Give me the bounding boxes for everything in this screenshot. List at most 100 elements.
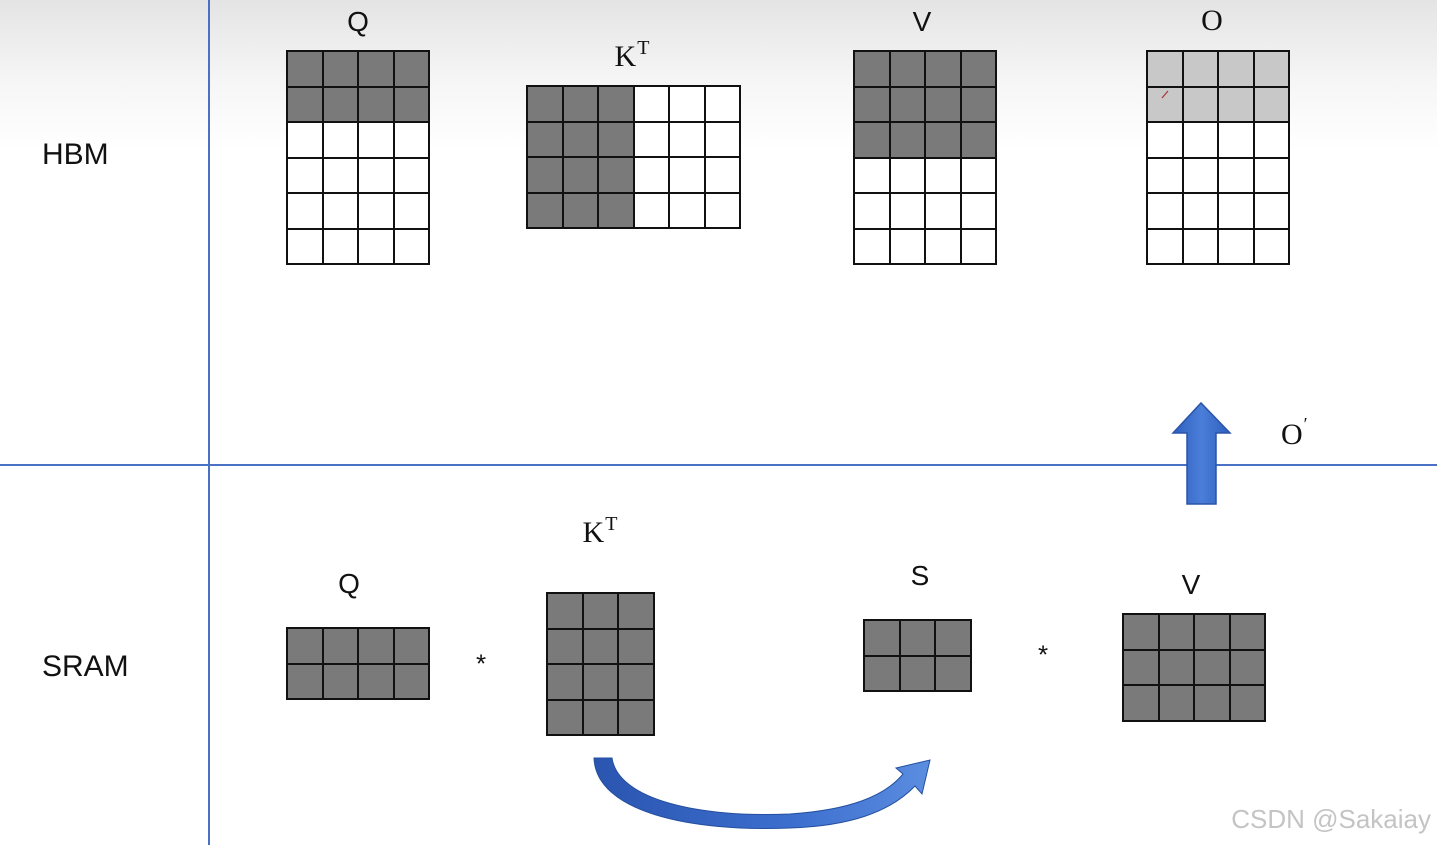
hbm-v-label: V xyxy=(912,6,932,37)
matrix-cell xyxy=(548,665,584,701)
matrix-cell xyxy=(1254,158,1290,194)
matrix-cell xyxy=(926,158,962,194)
matrix-cell xyxy=(1195,615,1231,651)
matrix-cell xyxy=(855,123,891,159)
matrix-cell xyxy=(288,629,324,665)
sram-s-matrix xyxy=(863,619,972,692)
matrix-cell xyxy=(705,122,741,158)
matrix-cell xyxy=(394,52,430,88)
matrix-cell xyxy=(926,52,962,88)
hbm-kt-label: KT xyxy=(614,37,650,73)
matrix-cell xyxy=(670,193,706,229)
matrix-cell xyxy=(1159,650,1195,686)
matrix-cell xyxy=(359,664,395,700)
matrix-cell xyxy=(599,193,635,229)
matrix-cell xyxy=(528,122,564,158)
matrix-cell xyxy=(583,594,619,630)
writeback-up-arrow xyxy=(1171,401,1232,505)
sram-kt-matrix xyxy=(546,592,655,736)
hbm-q-label: Q xyxy=(347,6,369,37)
matrix-cell xyxy=(865,656,901,692)
matrix-cell xyxy=(961,158,997,194)
matrix-cell xyxy=(1230,615,1266,651)
matrix-cell xyxy=(323,664,359,700)
matrix-cell xyxy=(961,87,997,123)
matrix-cell xyxy=(528,193,564,229)
matrix-cell xyxy=(619,700,655,736)
matrix-cell xyxy=(619,594,655,630)
matrix-cell xyxy=(394,123,430,159)
matrix-cell xyxy=(323,194,359,230)
matrix-cell xyxy=(359,123,395,159)
matrix-cell xyxy=(1124,686,1160,722)
cursor-mark xyxy=(1161,90,1169,99)
matrix-cell xyxy=(359,629,395,665)
matrix-cell xyxy=(528,87,564,123)
matrix-cell xyxy=(1148,52,1184,88)
matrix-cell xyxy=(705,158,741,194)
matrix-cell xyxy=(528,158,564,194)
matrix-cell xyxy=(548,629,584,665)
matrix-cell xyxy=(855,229,891,265)
matrix-cell xyxy=(583,629,619,665)
matrix-cell xyxy=(288,194,324,230)
hbm-o-matrix xyxy=(1146,50,1290,265)
matrix-cell xyxy=(323,87,359,123)
matrix-cell xyxy=(890,87,926,123)
matrix-cell xyxy=(1183,194,1219,230)
sram-q-matrix xyxy=(286,627,430,700)
matrix-cell xyxy=(1254,52,1290,88)
matrix-cell xyxy=(323,158,359,194)
matrix-cell xyxy=(323,229,359,265)
matrix-cell xyxy=(563,158,599,194)
matrix-cell xyxy=(1148,194,1184,230)
curved-compute-arrow xyxy=(593,757,931,829)
hbm-o-label: O xyxy=(1201,4,1223,37)
matrix-cell xyxy=(961,229,997,265)
matrix-cell xyxy=(359,194,395,230)
matrix-cell xyxy=(1183,87,1219,123)
hbm-kt-matrix xyxy=(526,85,741,229)
matrix-cell xyxy=(634,122,670,158)
matrix-cell xyxy=(288,52,324,88)
matrix-cell xyxy=(670,158,706,194)
matrix-cell xyxy=(1219,194,1255,230)
matrix-cell xyxy=(1254,229,1290,265)
sram-v-matrix xyxy=(1122,613,1266,722)
matrix-cell xyxy=(634,87,670,123)
matrix-cell xyxy=(288,229,324,265)
hbm-v-matrix xyxy=(853,50,997,265)
matrix-cell xyxy=(394,664,430,700)
matrix-cell xyxy=(1159,686,1195,722)
matrix-cell xyxy=(1148,123,1184,159)
matrix-cell xyxy=(359,87,395,123)
matrix-cell xyxy=(1254,87,1290,123)
matrix-cell xyxy=(926,87,962,123)
matrix-cell xyxy=(1124,650,1160,686)
matrix-cell xyxy=(563,122,599,158)
matrix-cell xyxy=(583,665,619,701)
matrix-cell xyxy=(1219,87,1255,123)
matrix-cell xyxy=(1230,686,1266,722)
sram-q-label: Q xyxy=(338,568,360,599)
horizontal-divider xyxy=(0,464,1437,466)
matrix-cell xyxy=(394,158,430,194)
matrix-cell xyxy=(855,87,891,123)
matrix-cell xyxy=(599,87,635,123)
matrix-cell xyxy=(1148,87,1184,123)
matrix-cell xyxy=(288,664,324,700)
matrix-cell xyxy=(1148,229,1184,265)
hbm-q-matrix xyxy=(286,50,430,265)
matrix-cell xyxy=(599,122,635,158)
matrix-cell xyxy=(961,194,997,230)
matrix-cell xyxy=(855,52,891,88)
matrix-cell xyxy=(548,700,584,736)
matrix-cell xyxy=(323,52,359,88)
matrix-cell xyxy=(359,158,395,194)
matrix-cell xyxy=(890,229,926,265)
matrix-cell xyxy=(1148,158,1184,194)
matrix-cell xyxy=(936,621,972,657)
matrix-cell xyxy=(1183,52,1219,88)
matrix-cell xyxy=(900,656,936,692)
